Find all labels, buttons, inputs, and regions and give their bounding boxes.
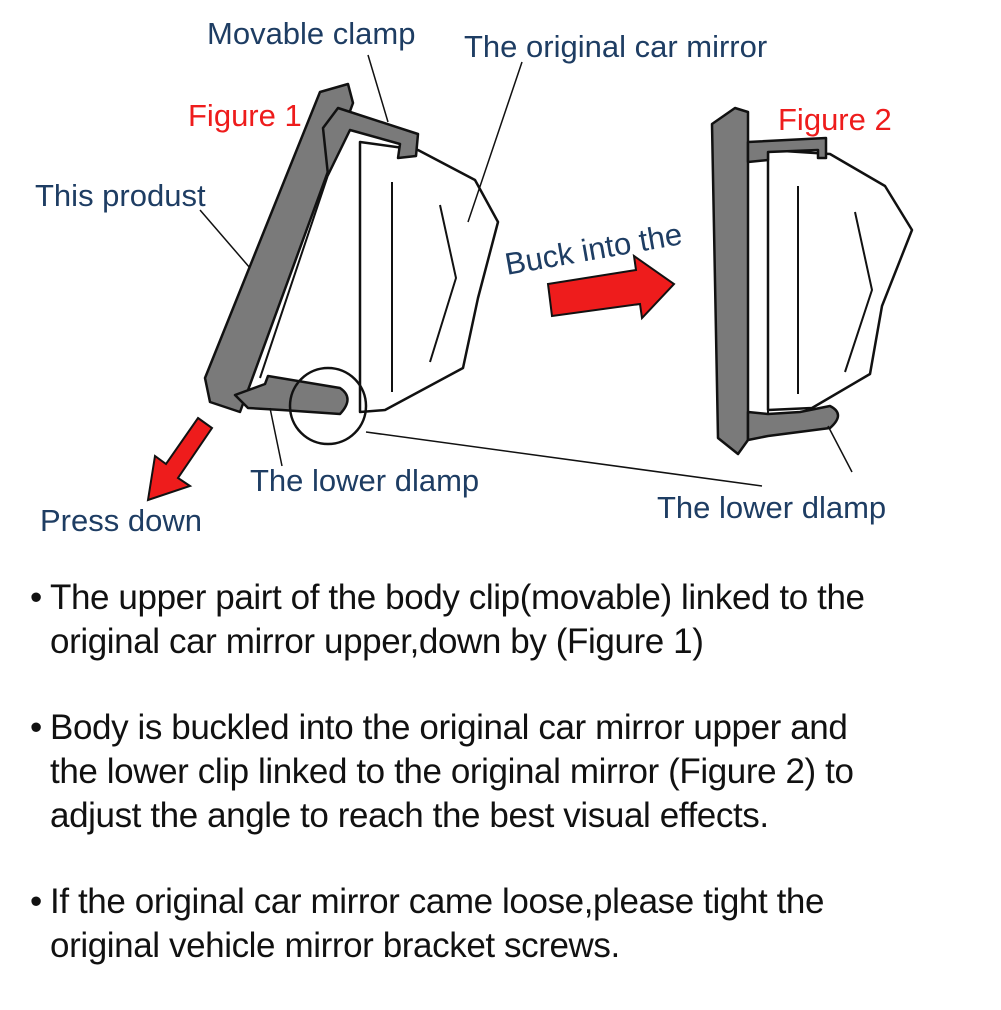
bullet-dot: •	[30, 708, 42, 747]
original-mirror-label: The original car mirror	[464, 29, 767, 64]
lower-clamp-label-fig1: The lower dlamp	[250, 463, 479, 498]
instruction-list: • The upper pairt of the body clip(movab…	[30, 576, 990, 1010]
movable-clamp-label: Movable clamp	[207, 16, 415, 51]
product-body-fig2	[710, 106, 840, 456]
installation-diagram: Movable clamp The original car mirror Fi…	[35, 16, 914, 538]
original-mirror-fig2	[766, 148, 914, 412]
instruction-text: original vehicle mirror bracket screws.	[50, 926, 620, 965]
lower-clamp-highlight-circle	[288, 366, 368, 446]
figure-1-label: Figure 1	[188, 98, 302, 133]
instruction-item-1: • The upper pairt of the body clip(movab…	[30, 576, 990, 664]
this-product-label: This produst	[35, 178, 206, 213]
instruction-text: Body is buckled into the original car mi…	[50, 708, 848, 747]
instruction-text: If the original car mirror came loose,pl…	[50, 882, 825, 921]
figure-1-illustration	[146, 82, 500, 502]
figure-2-illustration	[546, 106, 914, 456]
instruction-text: adjust the angle to reach the best visua…	[50, 796, 769, 835]
instruction-text: the lower clip linked to the original mi…	[50, 752, 854, 791]
instruction-text: The upper pairt of the body clip(movable…	[50, 578, 865, 617]
bullet-dot: •	[30, 578, 42, 617]
lower-clamp-label-fig2: The lower dlamp	[657, 490, 886, 525]
original-mirror-fig1	[358, 140, 500, 414]
figure-2-label: Figure 2	[778, 102, 892, 137]
leader-lines	[199, 54, 853, 487]
press-down-label: Press down	[40, 503, 202, 538]
instruction-item-2: • Body is buckled into the original car …	[30, 706, 990, 838]
instruction-item-3: • If the original car mirror came loose,…	[30, 880, 990, 968]
instruction-text: original car mirror upper,down by (Figur…	[50, 622, 704, 661]
bullet-dot: •	[30, 882, 42, 921]
buck-into-arrow	[546, 253, 676, 321]
press-down-arrow	[146, 416, 214, 502]
